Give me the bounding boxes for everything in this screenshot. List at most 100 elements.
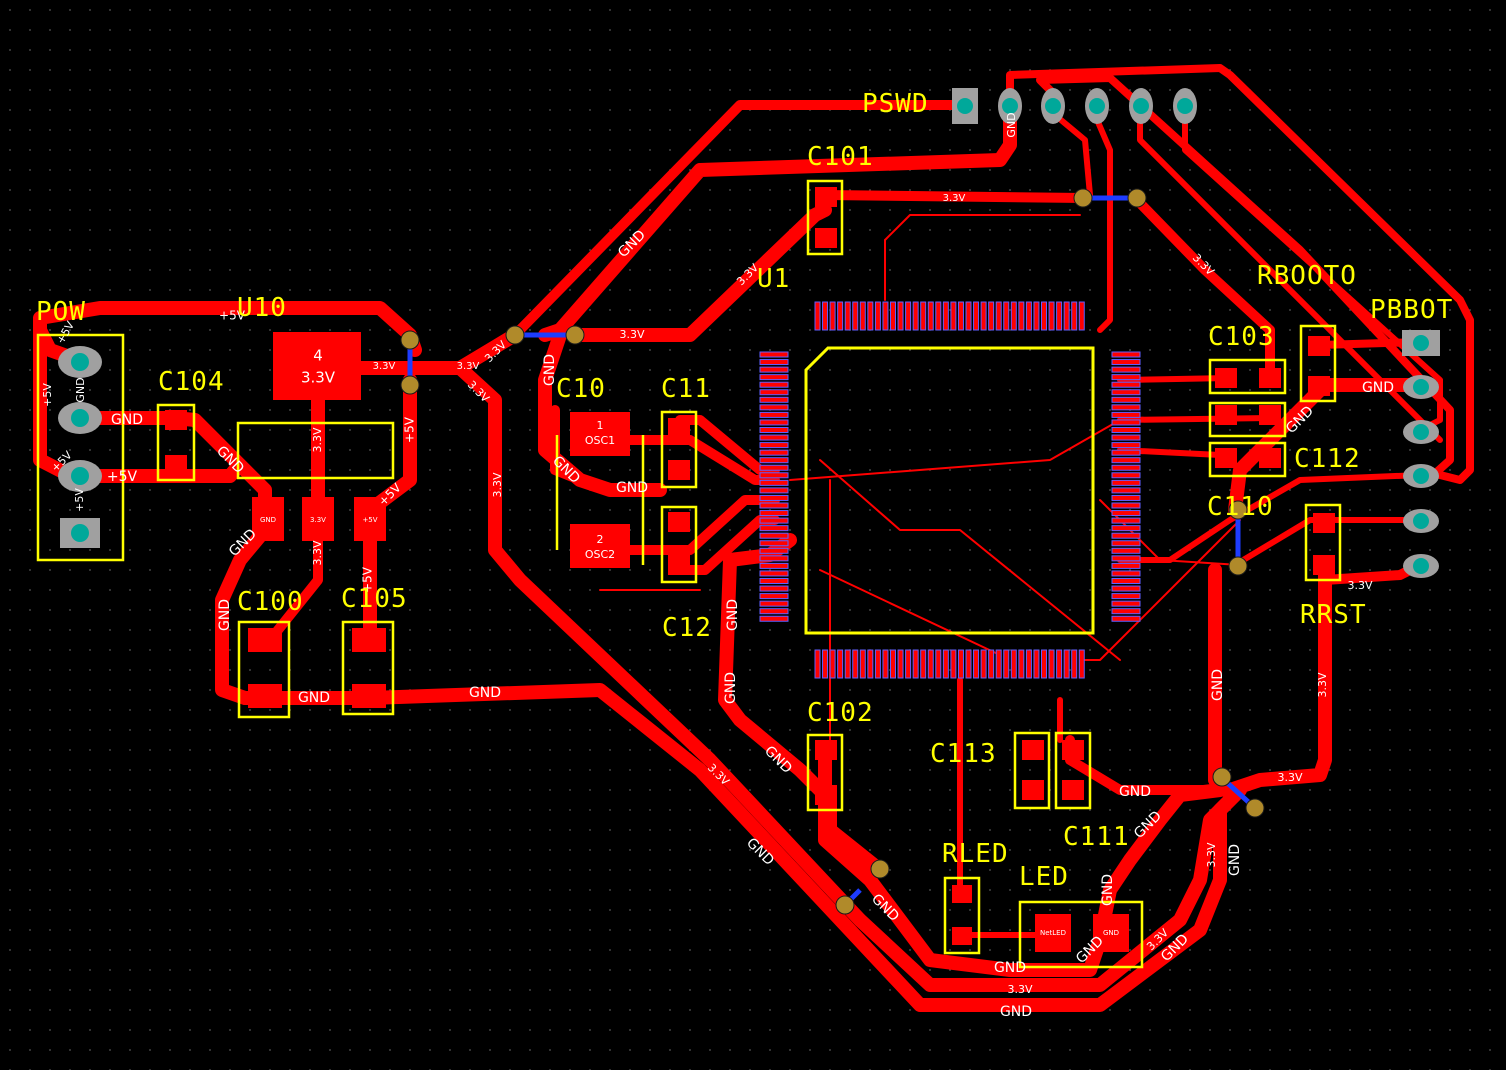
u10-pad-1: GND xyxy=(260,516,276,524)
u1-pin-bottom xyxy=(844,649,851,679)
net-label-gnd-c111: GND xyxy=(1119,784,1151,800)
net-label-3v3-rrst: 3.3V xyxy=(1347,579,1372,592)
designator-c10: C10 xyxy=(556,374,606,404)
net-label-5v-top: +5V xyxy=(219,309,246,323)
u1-pin-right xyxy=(1111,608,1141,615)
u1-pin-top xyxy=(897,301,904,331)
u1-pin-top xyxy=(844,301,851,331)
designator-c104: C104 xyxy=(158,367,225,397)
u1-pin-right xyxy=(1111,494,1141,501)
net-label-gnd-c100-vert: GND xyxy=(217,599,233,631)
designator-u10: U10 xyxy=(237,293,287,323)
designator-c103: C103 xyxy=(1208,322,1275,352)
u1-pin-left xyxy=(759,532,789,539)
u1-pin-left xyxy=(759,570,789,577)
u1-pin-right xyxy=(1111,525,1141,532)
u1-pin-left xyxy=(759,547,789,554)
u1-pin-right xyxy=(1111,381,1141,388)
designator-rbooto: RBOOTO xyxy=(1257,261,1357,291)
u1-pin-top xyxy=(829,301,836,331)
net-label-gnd-osc: GND xyxy=(616,480,648,496)
u1-pin-right xyxy=(1111,359,1141,366)
u1-pin-left xyxy=(759,608,789,615)
designator-c12: C12 xyxy=(662,613,712,643)
net-label-gnd-c111-vert: GND xyxy=(1100,874,1116,906)
u1-pin-left xyxy=(759,593,789,600)
u1-pin-left xyxy=(759,464,789,471)
osc2-net: OSC2 xyxy=(585,548,615,561)
net-label-gnd-led: GND xyxy=(994,960,1026,976)
u1-pin-right xyxy=(1111,502,1141,509)
u1-pin-right xyxy=(1111,532,1141,539)
net-label-gnd-right-vert: GND xyxy=(1210,669,1226,701)
designator-c101: C101 xyxy=(807,142,874,172)
net-label-gnd-right-lower: GND xyxy=(1227,844,1243,876)
u1-pin-top xyxy=(920,301,927,331)
net-label-gnd-pow-vert: GND xyxy=(74,377,87,402)
u1-pin-right xyxy=(1111,517,1141,524)
u1-pin-top xyxy=(1071,301,1078,331)
u1-pin-top xyxy=(1063,301,1070,331)
u1-pin-left xyxy=(759,374,789,381)
net-label-gnd-header: GND xyxy=(1005,112,1018,137)
u1-pin-left xyxy=(759,494,789,501)
u1-pin-bottom xyxy=(942,649,949,679)
u1-pin-top xyxy=(890,301,896,331)
osc1-number: 1 xyxy=(597,419,604,432)
net-label-3v3-via: 3.3V xyxy=(457,361,480,372)
u1-pin-top xyxy=(1033,301,1040,331)
net-label-gnd-pow: GND xyxy=(111,412,143,428)
u1-pin-left xyxy=(759,510,789,517)
u1-pin-top xyxy=(814,301,821,331)
u1-pin-left xyxy=(759,442,789,449)
u1-pin-top xyxy=(927,301,934,331)
u1-pin-top xyxy=(1056,301,1063,331)
u1-pin-top xyxy=(965,301,972,331)
designator-c110: C110 xyxy=(1207,492,1274,522)
u1-pin-top xyxy=(1003,301,1010,331)
u1-pin-right xyxy=(1111,374,1141,381)
led-pad-1: NetLED xyxy=(1040,929,1066,937)
designator-c100: C100 xyxy=(237,587,304,617)
u10-pad-3: +5V xyxy=(362,516,377,524)
osc2-number: 2 xyxy=(597,533,604,546)
u1-pin-left xyxy=(759,359,789,366)
u1-pin-left xyxy=(759,366,789,373)
u1-pin-bottom xyxy=(867,649,874,679)
u1-pin-right xyxy=(1111,366,1141,373)
u1-pin-bottom xyxy=(897,649,904,679)
net-label-3v3-left-vert: 3.3V xyxy=(491,472,504,497)
net-label-3v3-top: 3.3V xyxy=(943,193,966,204)
u1-pin-right xyxy=(1111,510,1141,517)
u1-pin-left xyxy=(759,434,789,441)
u1-pin-left xyxy=(759,540,789,547)
u1-pin-left xyxy=(759,472,789,479)
u1-pin-top xyxy=(1078,301,1085,331)
u1-pin-bottom xyxy=(995,649,1002,679)
smd-pads: 4 3.3V GND 3.3V +5V 1 OSC1 2 OSC2 xyxy=(165,187,1335,952)
u1-pin-left xyxy=(759,411,789,418)
u1-pin-right xyxy=(1111,487,1141,494)
u1-pin-right xyxy=(1111,578,1141,584)
net-label-gnd-c12: GND xyxy=(725,599,741,631)
u1-pin-right xyxy=(1111,404,1141,411)
net-label-5v-right: +5V xyxy=(403,416,417,443)
u1-pin-bottom xyxy=(950,649,957,679)
net-label-3v3-bottom-right: 3.3V xyxy=(1205,842,1218,867)
u1-pin-left xyxy=(759,381,789,388)
u1-pin-bottom xyxy=(1048,649,1055,679)
u1-pin-right xyxy=(1111,600,1141,607)
osc1-net: OSC1 xyxy=(585,434,615,447)
u1-pin-left xyxy=(759,427,789,433)
u1-pin-right xyxy=(1111,351,1141,358)
u1-pin-top xyxy=(822,301,829,331)
net-label-3v3-left: 3.3V xyxy=(619,328,644,341)
led-pad-2: GND xyxy=(1103,929,1119,937)
designator-c113: C113 xyxy=(930,739,997,769)
u1-pin-bottom xyxy=(1025,649,1032,679)
u1-pin-left xyxy=(759,578,789,584)
u1-pin-bottom xyxy=(822,649,829,679)
u1-pin-top xyxy=(1025,301,1032,331)
designator-rled: RLED xyxy=(942,839,1009,869)
